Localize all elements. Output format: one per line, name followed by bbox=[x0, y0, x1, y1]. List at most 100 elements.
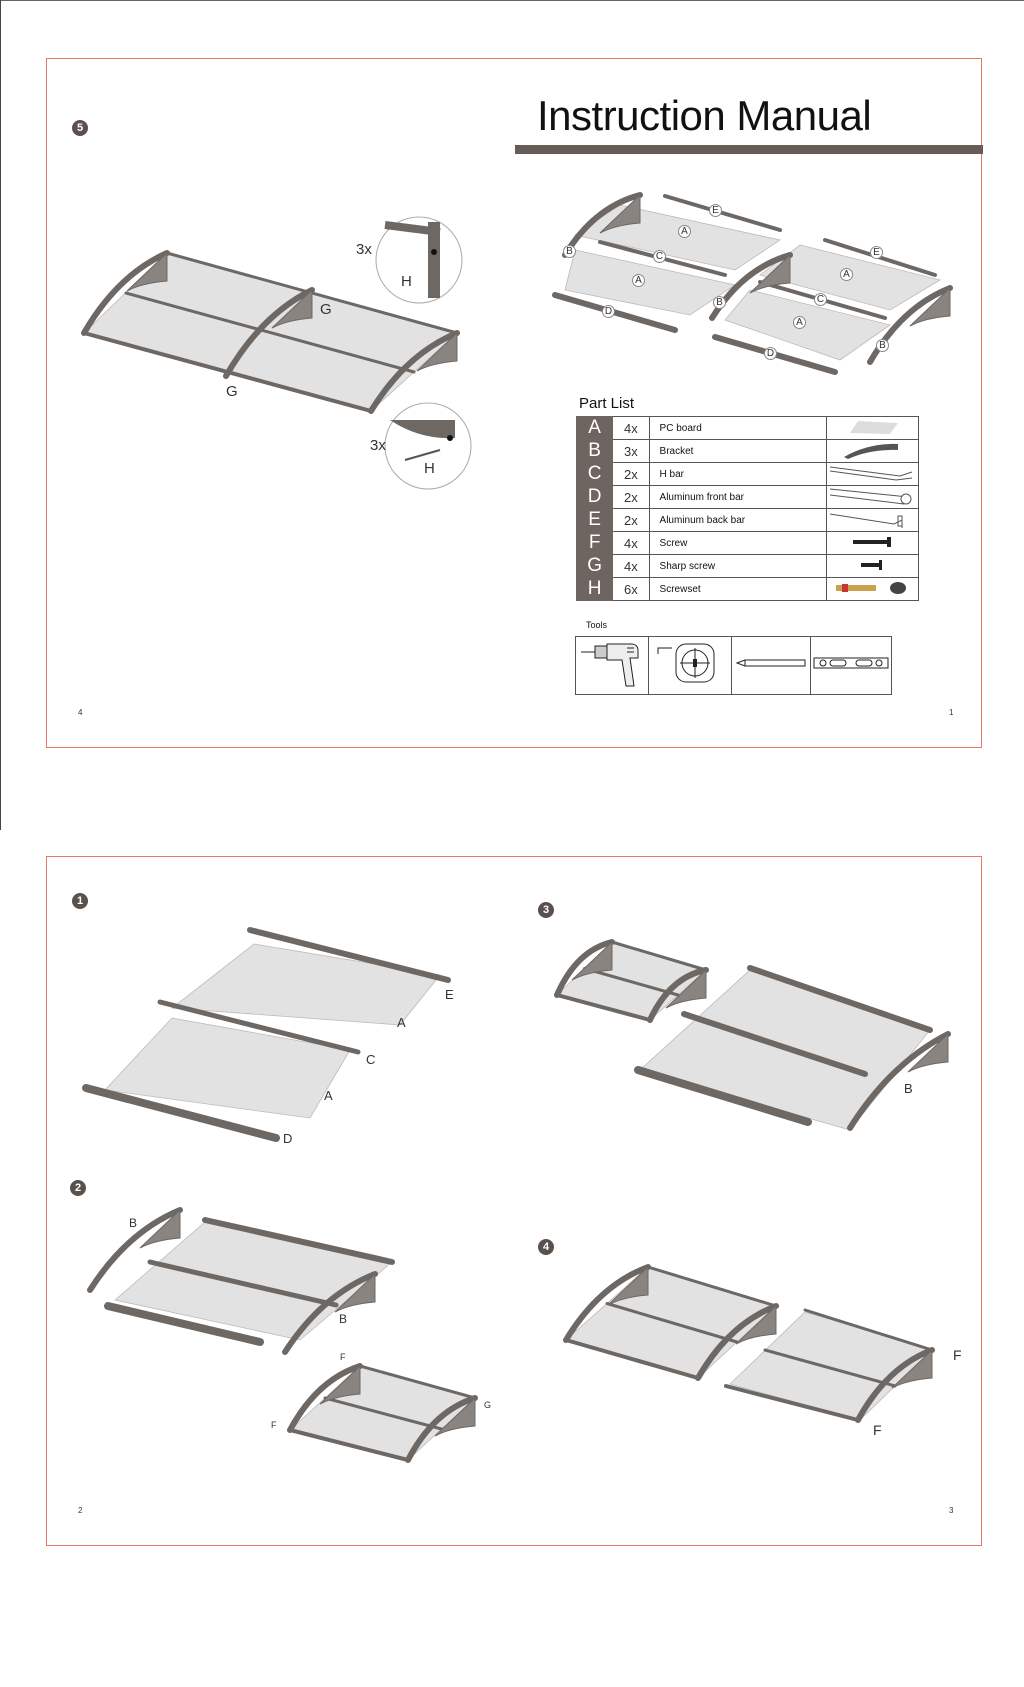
front-bar-d bbox=[552, 292, 678, 333]
h-bar-c bbox=[147, 1259, 339, 1308]
step-4-badge: 4 bbox=[538, 1239, 554, 1255]
detail-screw-hole bbox=[447, 435, 453, 441]
page-number: 2 bbox=[78, 1506, 83, 1515]
front-bar-d bbox=[634, 1066, 812, 1126]
part-letter: A bbox=[575, 416, 614, 440]
step1-label: A bbox=[397, 1015, 406, 1030]
bracket bbox=[405, 1395, 478, 1463]
step2-label: B bbox=[339, 1312, 348, 1326]
bracket-web bbox=[665, 968, 707, 1009]
bracket-web bbox=[735, 1304, 777, 1345]
part-label: C bbox=[814, 293, 827, 306]
step2-label: G bbox=[484, 1400, 492, 1410]
bracket-web bbox=[126, 251, 168, 292]
front-bar bbox=[724, 1384, 860, 1422]
part-label: B bbox=[876, 339, 889, 352]
step4-label: F bbox=[873, 1422, 882, 1438]
page-spread-top bbox=[46, 58, 982, 748]
part-label: B bbox=[713, 296, 726, 309]
back-bar-icon bbox=[825, 508, 920, 532]
bracket bbox=[563, 1264, 651, 1343]
part-letter: B bbox=[575, 439, 614, 463]
bracket-web bbox=[891, 1348, 933, 1389]
detail-bracket bbox=[390, 420, 455, 439]
pc-board bbox=[564, 249, 737, 316]
step3-label: B bbox=[904, 1081, 913, 1096]
h-bar bbox=[124, 291, 416, 374]
part-label: B bbox=[563, 245, 576, 258]
page-number: 3 bbox=[949, 1506, 954, 1515]
bracket bbox=[647, 967, 709, 1023]
step5-qty-label: 3x bbox=[356, 241, 372, 258]
step-3-badge: 3 bbox=[538, 902, 554, 918]
tools-title: Tools bbox=[586, 620, 608, 630]
bracket-b bbox=[867, 285, 953, 365]
part-label: C bbox=[653, 250, 666, 263]
step1-label: A bbox=[324, 1088, 333, 1103]
h-bar bbox=[323, 1396, 443, 1431]
step1-label: C bbox=[366, 1052, 376, 1067]
bracket-middle bbox=[223, 287, 315, 379]
back-bar bbox=[358, 1364, 477, 1400]
bracket-web bbox=[139, 1208, 181, 1249]
part-list-title: Part List bbox=[579, 395, 635, 412]
step-1-badge: 1 bbox=[72, 893, 88, 909]
part-label: E bbox=[709, 204, 722, 217]
bracket-right bbox=[368, 330, 460, 414]
pencil-icon bbox=[731, 636, 811, 695]
page-number: 1 bbox=[949, 708, 954, 717]
step-5-badge: 5 bbox=[72, 120, 88, 136]
bracket bbox=[554, 939, 615, 998]
bracket-web bbox=[749, 253, 791, 294]
back-bar-e bbox=[247, 927, 451, 983]
step5-h-label: H bbox=[401, 273, 412, 290]
part-quantity: 2x bbox=[612, 462, 650, 486]
part-label: D bbox=[764, 347, 777, 360]
front-bar-d bbox=[82, 1084, 280, 1142]
page-spread-bottom bbox=[46, 856, 982, 1546]
bracket-left bbox=[81, 250, 170, 336]
step2-label: F bbox=[271, 1420, 277, 1430]
detail-screw-hole bbox=[431, 249, 437, 255]
bracket-b bbox=[87, 1207, 183, 1293]
title-underline-bar bbox=[515, 145, 983, 154]
h-bar-c bbox=[681, 1011, 868, 1077]
h-bar bbox=[583, 967, 680, 997]
step5-g-label: G bbox=[320, 301, 332, 318]
part-quantity: 2x bbox=[612, 508, 650, 532]
part-letter: H bbox=[575, 577, 614, 601]
part-letter: C bbox=[575, 462, 614, 486]
front-bar bbox=[564, 1338, 700, 1380]
step5-qty-label: 3x bbox=[370, 437, 386, 454]
step2-label: F bbox=[340, 1352, 346, 1362]
bracket bbox=[855, 1347, 935, 1423]
part-letter: D bbox=[575, 485, 614, 509]
bracket bbox=[287, 1363, 363, 1433]
h-bar bbox=[763, 1348, 897, 1388]
viewer-left-edge bbox=[0, 0, 1, 830]
bracket-b bbox=[282, 1271, 378, 1355]
back-bar-e bbox=[663, 194, 782, 232]
bracket-web bbox=[607, 1265, 649, 1306]
bracket-web bbox=[571, 940, 613, 981]
bracket-b bbox=[847, 1031, 951, 1131]
back-bar-e bbox=[747, 965, 933, 1033]
screwset-icon bbox=[825, 577, 920, 601]
step5-h-label: H bbox=[424, 460, 435, 477]
detail-callout-top bbox=[375, 216, 463, 304]
detail-wall-bracket bbox=[428, 222, 440, 298]
part-quantity: 4x bbox=[612, 531, 650, 555]
part-label: E bbox=[870, 246, 883, 259]
bracket bbox=[695, 1303, 779, 1381]
spirit-level-icon bbox=[810, 636, 892, 695]
part-label: A bbox=[632, 274, 645, 287]
step-2-badge: 2 bbox=[70, 1180, 86, 1196]
screwset-part bbox=[404, 449, 441, 461]
part-letter: F bbox=[575, 531, 614, 555]
part-name: Aluminum back bar bbox=[648, 508, 827, 532]
front-bar bbox=[288, 1428, 410, 1462]
